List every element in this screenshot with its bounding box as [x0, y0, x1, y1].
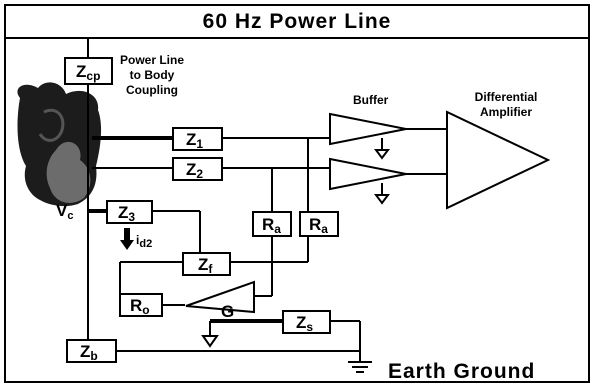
earth-ground-label: Earth Ground — [388, 360, 535, 383]
zf-box — [182, 252, 231, 276]
ra2-label: Ra — [309, 215, 328, 236]
zs-box — [282, 310, 331, 334]
ra2-box — [299, 211, 339, 237]
z3-label: Z3 — [118, 203, 135, 224]
ra1-box — [252, 211, 292, 237]
current-arrow-icon — [120, 228, 134, 250]
amplifier-ground-icon — [201, 335, 219, 348]
circuit-wires — [87, 38, 447, 362]
zs-label: Zs — [296, 313, 313, 334]
current-label: id2 — [136, 233, 152, 250]
earth-ground-icon — [348, 361, 372, 373]
z2-box — [172, 157, 223, 181]
heart-illustration — [17, 82, 102, 207]
differential-amplifier — [446, 110, 551, 210]
amplifier-label-line2: Amplifier — [480, 105, 532, 119]
zcp-box — [64, 57, 113, 85]
zb-label: Zb — [80, 342, 98, 363]
zcp-label: Zcp — [76, 62, 100, 83]
coupling-label-line1: Power Line — [120, 53, 184, 67]
buffer-amplifier-2 — [329, 157, 407, 191]
vc-label: Vc — [56, 201, 73, 222]
z1-box — [172, 127, 223, 151]
z3-box — [106, 200, 153, 224]
z1-label: Z1 — [186, 130, 203, 151]
amplifier-label-line1: Differential — [475, 90, 538, 104]
coupling-label-line3: Coupling — [126, 83, 178, 97]
coupling-label-line2: to Body — [130, 68, 175, 82]
power-line-title: 60 Hz Power Line — [203, 10, 392, 33]
buffer-ground-icon — [374, 138, 390, 205]
g-amplifier — [185, 280, 255, 314]
z2-label: Z2 — [186, 160, 203, 181]
buffer-label: Buffer — [353, 93, 389, 107]
ro-box — [119, 293, 163, 317]
zb-box — [66, 339, 117, 363]
ra1-label: Ra — [262, 215, 281, 236]
diagram-frame — [4, 4, 590, 383]
g-label: G — [221, 302, 234, 321]
zf-label: Zf — [198, 255, 213, 276]
ro-label: Ro — [130, 296, 150, 317]
buffer-amplifier-1 — [329, 112, 407, 146]
